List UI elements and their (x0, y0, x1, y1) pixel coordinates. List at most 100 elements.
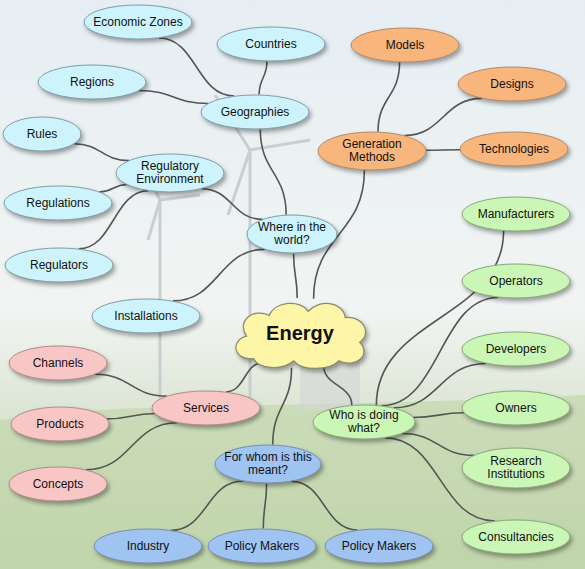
topic-ellipse: Owners (461, 390, 571, 426)
node-label: Products (36, 418, 83, 431)
node-label: Consultancies (478, 531, 553, 544)
ellipse-outline (462, 448, 570, 488)
branch-connector (404, 98, 482, 135)
node-label: For whom is this meant? (218, 451, 318, 477)
ellipse-outline (318, 132, 426, 170)
topic-ellipse: Channels (8, 345, 108, 381)
branch-connector (171, 481, 243, 530)
topic-ellipse: Regulations (3, 185, 113, 221)
branch-connector (95, 374, 167, 396)
central-cloud: Energy (228, 297, 372, 369)
topic-ellipse: Who is doing what? (312, 404, 416, 440)
topic-ellipse: Policy Makers (324, 528, 434, 564)
branch-connector (324, 366, 352, 405)
node-label: Where in the world? (250, 221, 334, 247)
branch-connector (139, 91, 209, 104)
branch-connector (376, 231, 503, 405)
branch-connector (402, 433, 474, 455)
ellipse-outline (325, 529, 433, 563)
node-label: Policy Makers (342, 540, 417, 553)
node-label: Technologies (479, 143, 549, 156)
node-label: Concepts (33, 478, 84, 491)
node-label: Energy (266, 322, 334, 344)
ellipse-outline (116, 154, 224, 192)
topic-ellipse: Developers (461, 331, 571, 367)
node-label: Regulations (26, 197, 89, 210)
topic-ellipse: For whom is this meant? (214, 444, 322, 484)
ellipse-outline (9, 467, 107, 501)
ellipse-outline (458, 67, 566, 101)
node-label: Manufacturers (478, 208, 555, 221)
node-label: Countries (245, 38, 296, 51)
node-label: Geographies (221, 106, 290, 119)
topic-ellipse: Designs (457, 66, 567, 102)
topic-ellipse: Products (10, 406, 110, 442)
ellipse-outline (462, 520, 570, 554)
node-label: Research Institutions (465, 455, 567, 481)
node-label: Operators (489, 275, 542, 288)
branch-connector (263, 483, 266, 528)
ellipse-outline (462, 332, 570, 366)
ellipse-outline (11, 407, 109, 441)
topic-ellipse: Economic Zones (83, 4, 193, 40)
ellipse-outline (92, 299, 200, 333)
branch-connector (201, 189, 262, 220)
branch-connector (425, 149, 460, 151)
ellipse-outline (462, 197, 570, 231)
ellipse-outline (4, 186, 112, 220)
ellipse-outline (94, 529, 202, 563)
topic-ellipse: Regulatory Environment (115, 153, 225, 193)
topic-ellipse: Regulators (4, 247, 114, 283)
ellipse-outline (84, 5, 192, 39)
topic-ellipse: Models (350, 27, 460, 63)
branch-connector (259, 61, 267, 94)
node-label: Economic Zones (93, 16, 182, 29)
ellipse-outline (5, 248, 113, 282)
ellipse-outline (313, 405, 415, 439)
ellipse-outline (462, 264, 570, 298)
ellipse-outline (152, 391, 260, 425)
topic-ellipse: Services (151, 390, 261, 426)
branch-connector (291, 481, 357, 530)
node-label: Who is doing what? (316, 409, 412, 435)
topic-ellipse: Concepts (8, 466, 108, 502)
topic-ellipse: Installations (91, 298, 201, 334)
node-label: Owners (495, 402, 536, 415)
topic-ellipse: Regions (37, 64, 147, 100)
topic-ellipse: Technologies (459, 131, 569, 167)
node-label: Models (386, 39, 425, 52)
ellipse-outline (462, 391, 570, 425)
node-label: Rules (27, 128, 58, 141)
topic-ellipse: Consultancies (461, 519, 571, 555)
topic-ellipse: Manufacturers (461, 196, 571, 232)
cloud-outline (236, 303, 366, 368)
ellipse-outline (247, 215, 337, 253)
node-label: Policy Makers (225, 540, 300, 553)
node-label: Regulatory Environment (119, 160, 221, 186)
node-label: Developers (486, 343, 547, 356)
branch-connector (260, 129, 286, 214)
node-label: Installations (114, 310, 177, 323)
branch-connector (226, 363, 263, 392)
ellipse-outline (9, 346, 107, 380)
branch-connector (173, 249, 265, 301)
node-label: Channels (33, 357, 84, 370)
topic-ellipse: Where in the world? (246, 214, 338, 254)
node-label: Designs (490, 78, 533, 91)
branch-connector (74, 144, 129, 161)
topic-ellipse: Policy Makers (207, 528, 317, 564)
ellipse-outline (208, 529, 316, 563)
ellipse-outline (351, 28, 459, 62)
branch-connector (413, 413, 465, 418)
topic-ellipse: Countries (216, 26, 326, 62)
node-label: Services (183, 402, 229, 415)
ellipse-outline (217, 27, 325, 61)
branch-connector (106, 414, 155, 419)
ellipse-outline (201, 95, 309, 129)
node-label: Industry (127, 540, 170, 553)
node-label: Regulators (30, 259, 88, 272)
node-label: Regions (70, 76, 114, 89)
branch-connector (273, 368, 292, 445)
